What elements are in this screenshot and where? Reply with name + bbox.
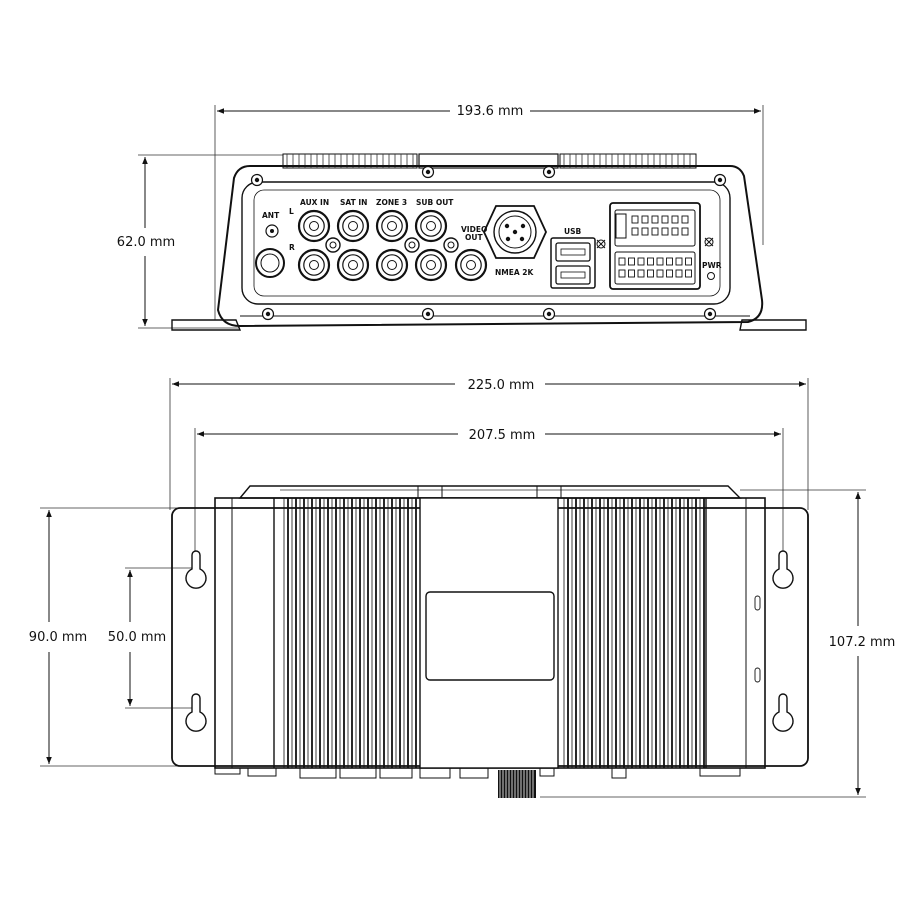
nmea-connector [483,205,547,259]
front-height-label: 62.0 mm [117,235,175,250]
left-channel-label: L [289,207,294,216]
front-height-dimension: 62.0 mm [117,157,175,326]
sub-out-label: SUB OUT [416,198,454,207]
sat-in-label: SAT IN [340,198,367,207]
right-channel-label: R [289,243,295,252]
body-depth-dimension: 90.0 mm [29,510,87,764]
front-width-label: 193.6 mm [457,104,524,119]
hole-spacing-dimension: 50.0 mm [108,570,166,706]
video-out-label-2: OUT [465,233,483,242]
usb-symbol-icon [596,239,606,249]
hole-spacing-label: 50.0 mm [108,630,166,645]
front-heatsink-fins [282,153,697,169]
front-screws [250,165,727,321]
nmea-label: NMEA 2K [495,268,534,277]
usb-label: USB [564,227,581,236]
front-width-dimension: 193.6 mm [217,104,761,119]
nmea-thread [498,770,536,798]
top-view: 225.0 mm 207.5 mm 90.0 mm 50.0 mm 107.2 … [29,378,896,798]
pwr-led-icon [707,272,715,280]
video-out-label-1: VIDEO [461,225,487,234]
overall-length-dimension: 225.0 mm [172,378,806,393]
top-heatsink-fins [283,498,705,768]
mount-spacing-dimension: 207.5 mm [197,428,781,443]
overall-depth-dimension: 107.2 mm [829,492,896,795]
mount-spacing-label: 207.5 mm [469,428,536,443]
overall-depth-label: 107.2 mm [829,635,896,650]
ant-label: ANT [262,211,280,220]
keyhole-mounting-slots [185,550,794,732]
front-view: 193.6 mm 62.0 mm ANT [117,104,807,331]
rca-connectors [297,209,488,282]
power-connector [609,202,701,290]
pwr-label: PWR [702,261,722,270]
overall-length-label: 225.0 mm [468,378,535,393]
aux-in-label: AUX IN [300,198,329,207]
usb-ports [550,237,596,289]
zone3-label: ZONE 3 [376,198,407,207]
rear-connectors [214,767,741,798]
body-depth-label: 90.0 mm [29,630,87,645]
label-area [425,591,555,681]
power-symbol-icon [704,237,714,247]
